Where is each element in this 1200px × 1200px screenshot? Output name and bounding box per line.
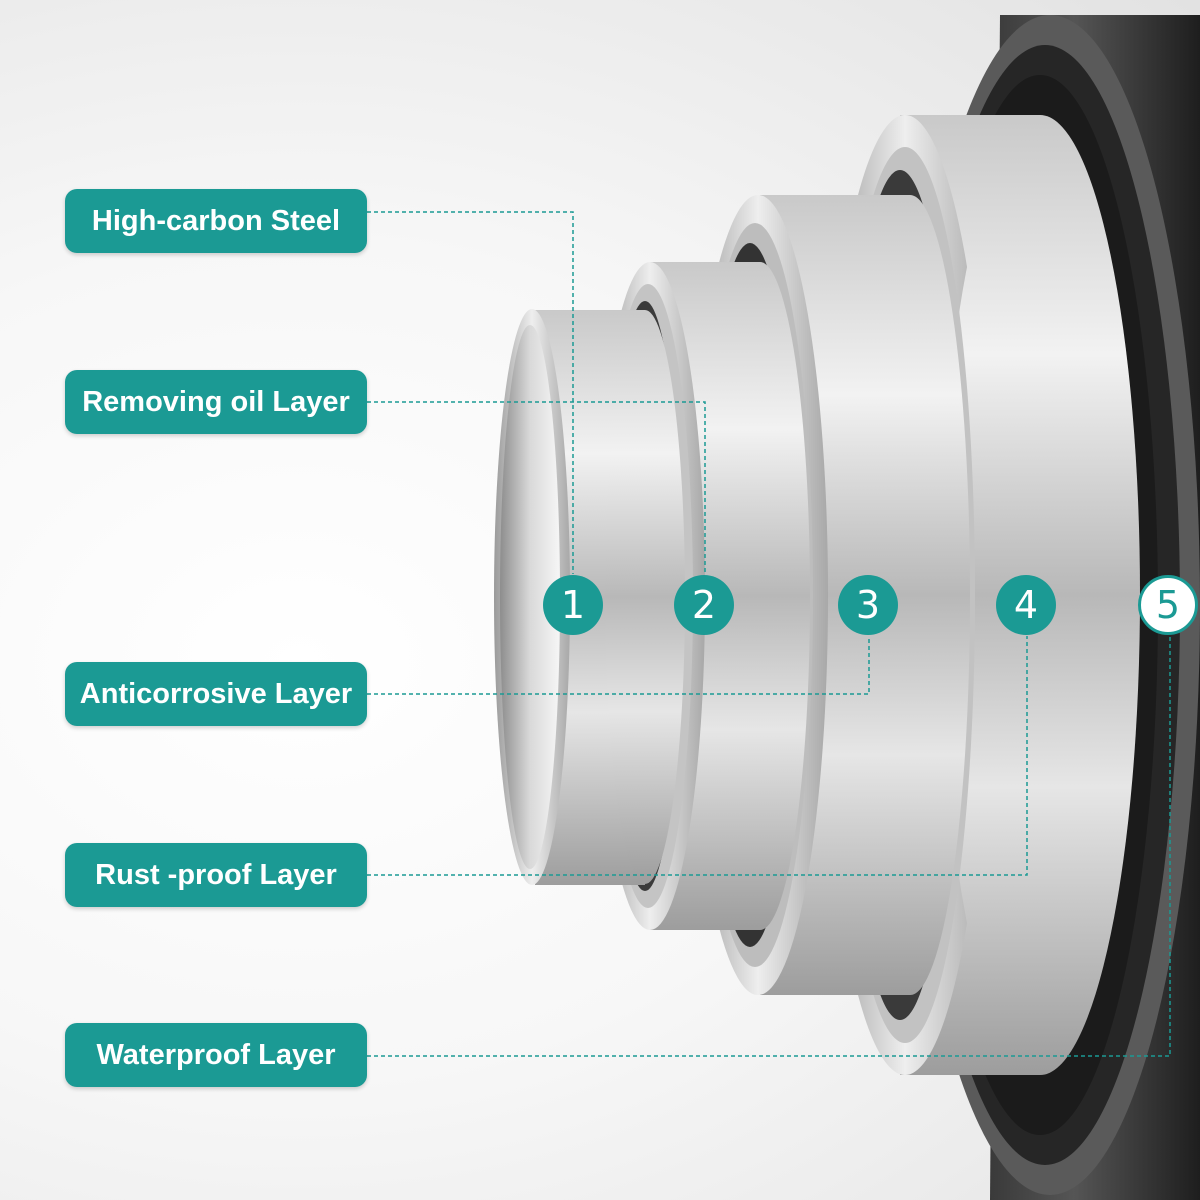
leader-line-2 [367,401,706,574]
leader-line-4 [367,636,1028,876]
leader-line-5 [367,636,1171,1057]
leader-lines [367,211,1171,1057]
marker-4: 4 [996,575,1056,635]
label-removing-oil-layer: Removing oil Layer [65,370,367,434]
marker-3: 3 [838,575,898,635]
leader-line-1 [367,211,574,574]
marker-5: 5 [1138,575,1198,635]
label-high-carbon-steel: High-carbon Steel [65,189,367,253]
marker-2: 2 [674,575,734,635]
marker-1: 1 [543,575,603,635]
label-anticorrosive-layer: Anticorrosive Layer [65,662,367,726]
leader-line-3 [367,636,870,695]
label-waterproof-layer: Waterproof Layer [65,1023,367,1087]
label-rust-proof-layer: Rust -proof Layer [65,843,367,907]
